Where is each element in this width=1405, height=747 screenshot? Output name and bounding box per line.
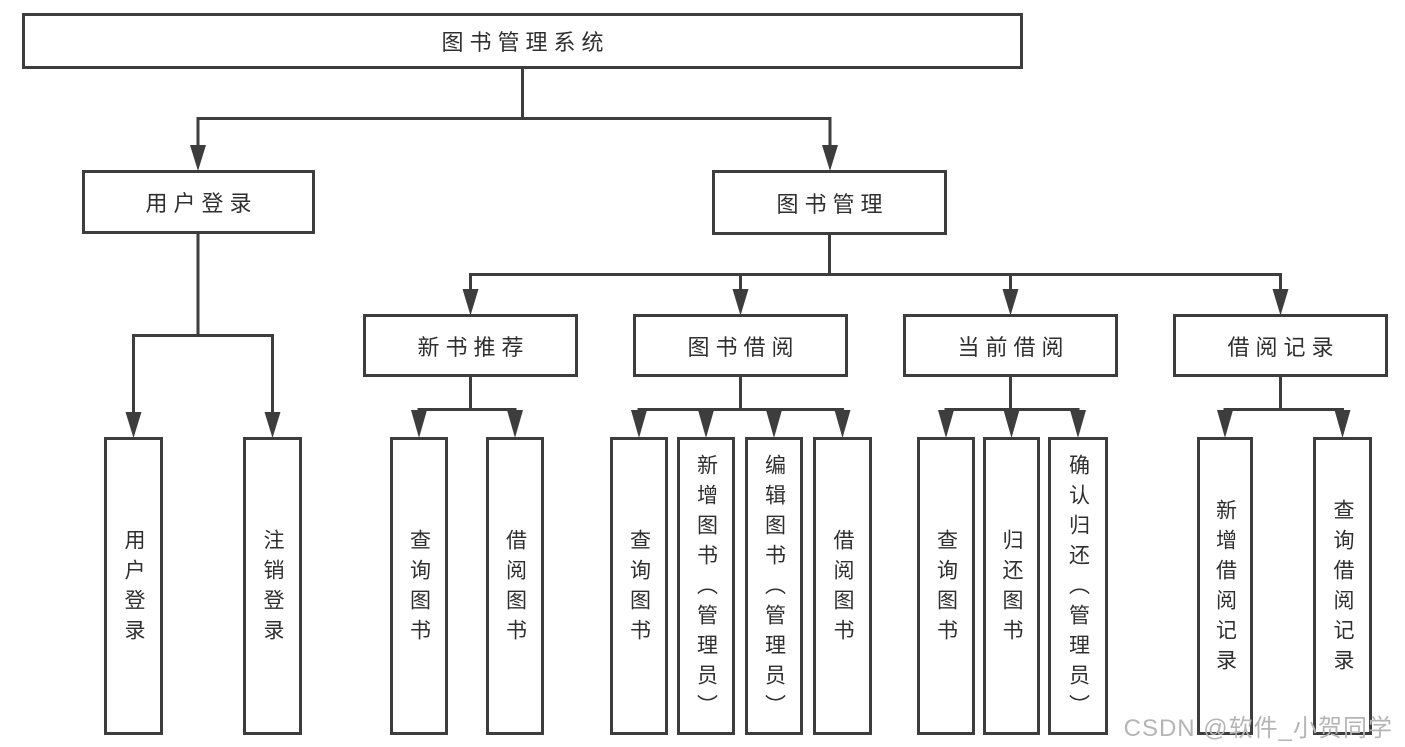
node-root: 图书管理系统 bbox=[22, 13, 1023, 69]
leaf-records-query-record: 查询借阅记录 bbox=[1313, 437, 1372, 735]
leaf-borrow-borrow-books: 借阅图书 bbox=[813, 437, 872, 735]
leaf-recommend-query-books: 查询图书 bbox=[390, 437, 448, 735]
node-book-management: 图书管理 bbox=[712, 170, 947, 235]
leaf-user-login: 用户登录 bbox=[104, 437, 163, 735]
leaf-borrow-edit-books-admin: 编辑图书（管理员） bbox=[745, 437, 803, 735]
node-borrowing-records: 借阅记录 bbox=[1173, 314, 1388, 377]
node-current-borrowing: 当前借阅 bbox=[903, 314, 1118, 377]
leaf-current-query-books: 查询图书 bbox=[917, 437, 975, 735]
node-new-book-recommendation: 新书推荐 bbox=[363, 314, 578, 377]
leaf-recommend-borrow-books: 借阅图书 bbox=[486, 437, 544, 735]
leaf-borrow-query-books: 查询图书 bbox=[610, 437, 668, 735]
leaf-current-confirm-return-admin: 确认归还（管理员） bbox=[1048, 437, 1108, 735]
leaf-current-return-books: 归还图书 bbox=[983, 437, 1040, 735]
csdn-watermark: CSDN @软件_小贺同学 bbox=[1123, 715, 1393, 742]
node-book-borrowing: 图书借阅 bbox=[633, 314, 848, 377]
leaf-logout: 注销登录 bbox=[243, 437, 302, 735]
leaf-records-add-record: 新增借阅记录 bbox=[1197, 437, 1253, 735]
leaf-borrow-add-books-admin: 新增图书（管理员） bbox=[677, 437, 735, 735]
node-user-login: 用户登录 bbox=[82, 170, 315, 234]
